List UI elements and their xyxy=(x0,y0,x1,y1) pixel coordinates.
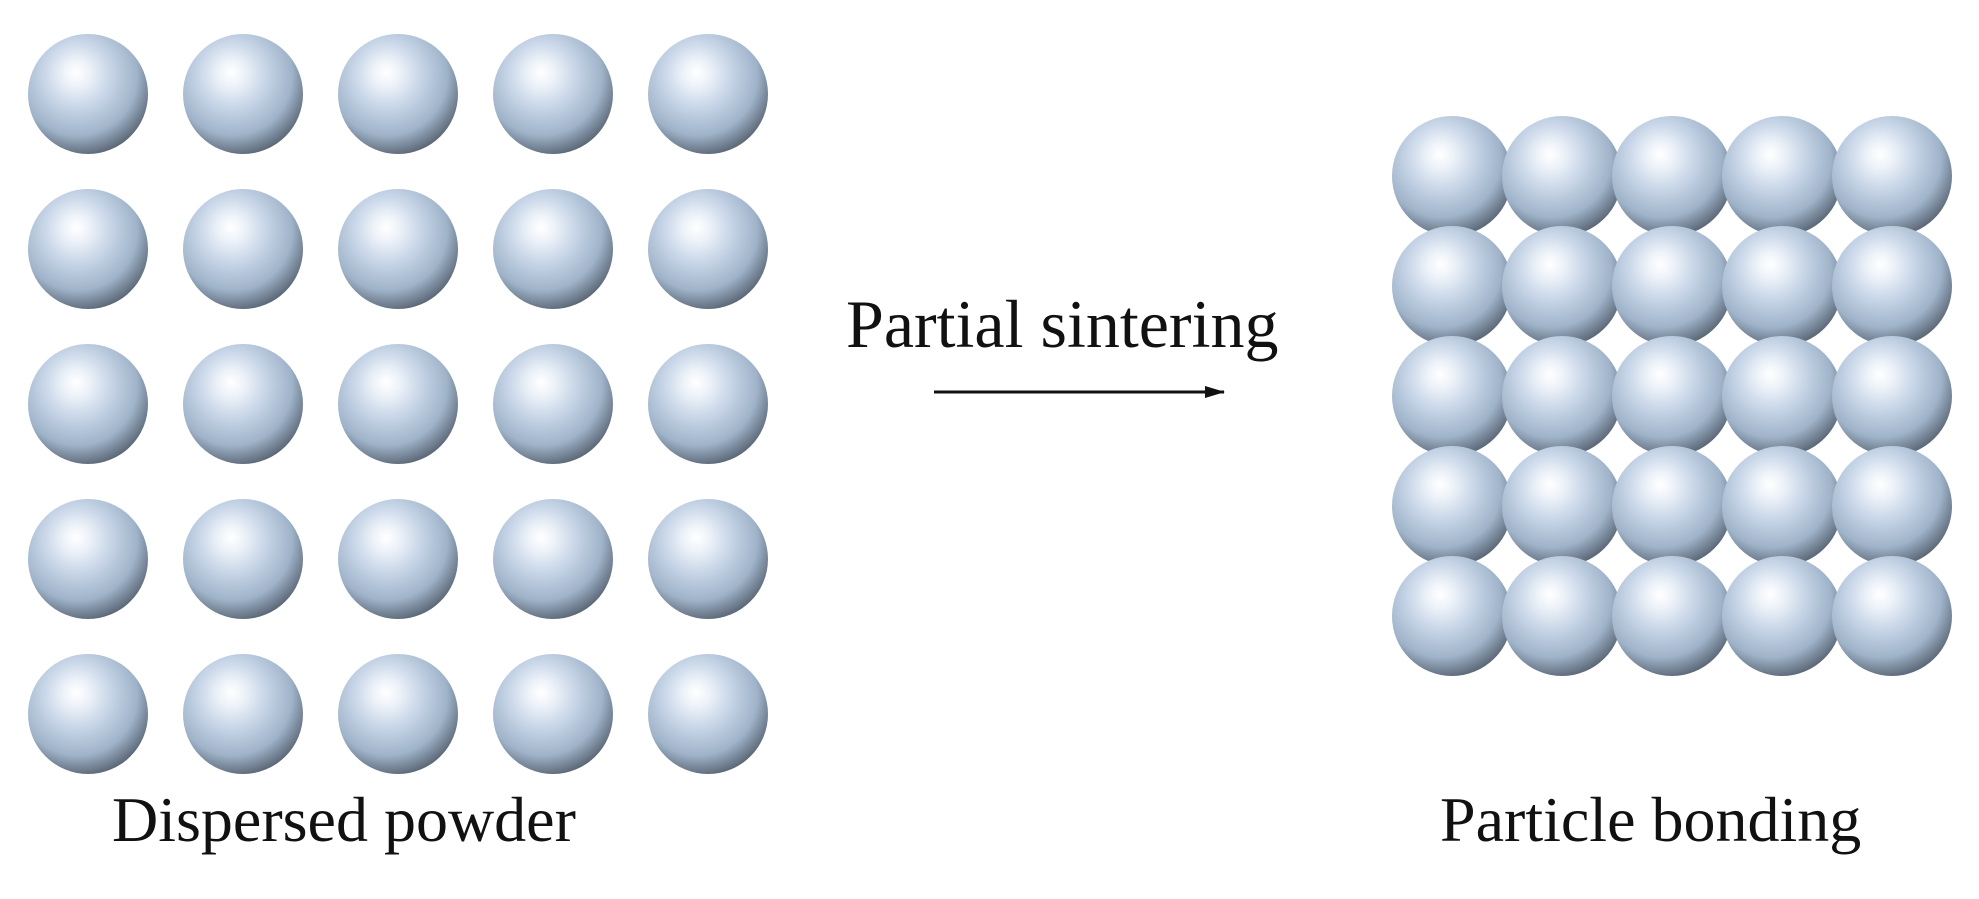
bonded-particle-r4-c1 xyxy=(1392,446,1512,566)
powder-particle-r1-c3 xyxy=(338,34,458,154)
dispersed-powder-label: Dispersed powder xyxy=(112,784,576,855)
bonded-particle-r2-c4 xyxy=(1722,226,1842,346)
powder-particle-r4-c2 xyxy=(183,499,303,619)
bonded-particle-r5-c2 xyxy=(1502,556,1622,676)
bonded-particle-r2-c3 xyxy=(1612,226,1732,346)
bonded-particle-r4-c4 xyxy=(1722,446,1842,566)
powder-particle-r4-c1 xyxy=(28,499,148,619)
powder-particle-r3-c1 xyxy=(28,344,148,464)
bonded-particle-r3-c5 xyxy=(1832,336,1952,456)
powder-particle-r5-c2 xyxy=(183,654,303,774)
bonded-particle-r1-c4 xyxy=(1722,116,1842,236)
bonded-particle-r5-c4 xyxy=(1722,556,1842,676)
powder-particle-r3-c5 xyxy=(648,344,768,464)
bonded-particle-r3-c4 xyxy=(1722,336,1842,456)
powder-particle-r3-c2 xyxy=(183,344,303,464)
bonded-particle-r4-c5 xyxy=(1832,446,1952,566)
powder-particle-r4-c4 xyxy=(493,499,613,619)
process-label: Partial sintering xyxy=(846,286,1279,362)
bonded-particle-r3-c1 xyxy=(1392,336,1512,456)
powder-particle-r3-c4 xyxy=(493,344,613,464)
particle-bonding-label: Particle bonding xyxy=(1440,784,1862,855)
bonded-particle-r2-c5 xyxy=(1832,226,1952,346)
powder-particle-r5-c1 xyxy=(28,654,148,774)
bonded-particle-r1-c2 xyxy=(1502,116,1622,236)
dispersed-powder-grid xyxy=(28,34,768,774)
powder-particle-r4-c3 xyxy=(338,499,458,619)
bonded-particle-r1-c1 xyxy=(1392,116,1512,236)
powder-particle-r1-c5 xyxy=(648,34,768,154)
powder-particle-r2-c2 xyxy=(183,189,303,309)
powder-particle-r3-c3 xyxy=(338,344,458,464)
powder-particle-r2-c3 xyxy=(338,189,458,309)
powder-particle-r1-c1 xyxy=(28,34,148,154)
bonded-particle-r4-c3 xyxy=(1612,446,1732,566)
powder-particle-r2-c4 xyxy=(493,189,613,309)
bonded-particle-r5-c3 xyxy=(1612,556,1732,676)
bonded-particle-r3-c2 xyxy=(1502,336,1622,456)
powder-particle-r1-c2 xyxy=(183,34,303,154)
powder-particle-r5-c4 xyxy=(493,654,613,774)
bonded-particle-r2-c2 xyxy=(1502,226,1622,346)
powder-particle-r2-c5 xyxy=(648,189,768,309)
bonded-particle-r4-c2 xyxy=(1502,446,1622,566)
bonded-particle-grid xyxy=(1392,116,1952,676)
bonded-particle-r3-c3 xyxy=(1612,336,1732,456)
powder-particle-r5-c5 xyxy=(648,654,768,774)
bonded-particle-r5-c1 xyxy=(1392,556,1512,676)
powder-particle-r5-c3 xyxy=(338,654,458,774)
bonded-particle-r2-c1 xyxy=(1392,226,1512,346)
powder-particle-r2-c1 xyxy=(28,189,148,309)
powder-particle-r4-c5 xyxy=(648,499,768,619)
powder-particle-r1-c4 xyxy=(493,34,613,154)
bonded-particle-r1-c3 xyxy=(1612,116,1732,236)
bonded-particle-r5-c5 xyxy=(1832,556,1952,676)
bonded-particle-r1-c5 xyxy=(1832,116,1952,236)
